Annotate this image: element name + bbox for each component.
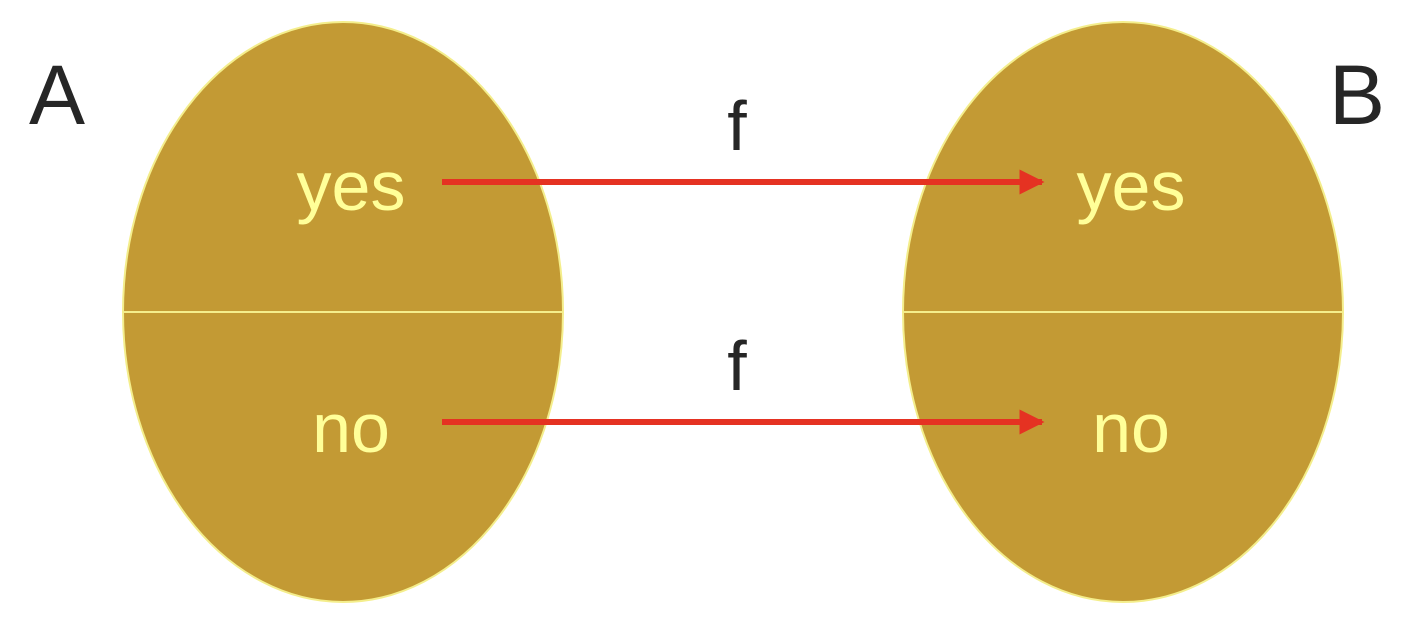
mapping-no-to-no: f [442, 327, 1045, 435]
set-a-element-yes: yes [297, 147, 406, 225]
mapping-yes-to-yes: f [442, 87, 1045, 195]
set-b: yes no [902, 21, 1344, 603]
set-a: yes no [122, 21, 564, 603]
set-b-element-yes: yes [1077, 147, 1186, 225]
mapping-label-f-top: f [727, 87, 747, 165]
set-a-name: A [29, 48, 85, 142]
mapping-label-f-bottom: f [727, 327, 747, 405]
set-a-element-no: no [312, 389, 390, 467]
set-b-name: B [1329, 48, 1385, 142]
set-b-element-no: no [1092, 389, 1170, 467]
